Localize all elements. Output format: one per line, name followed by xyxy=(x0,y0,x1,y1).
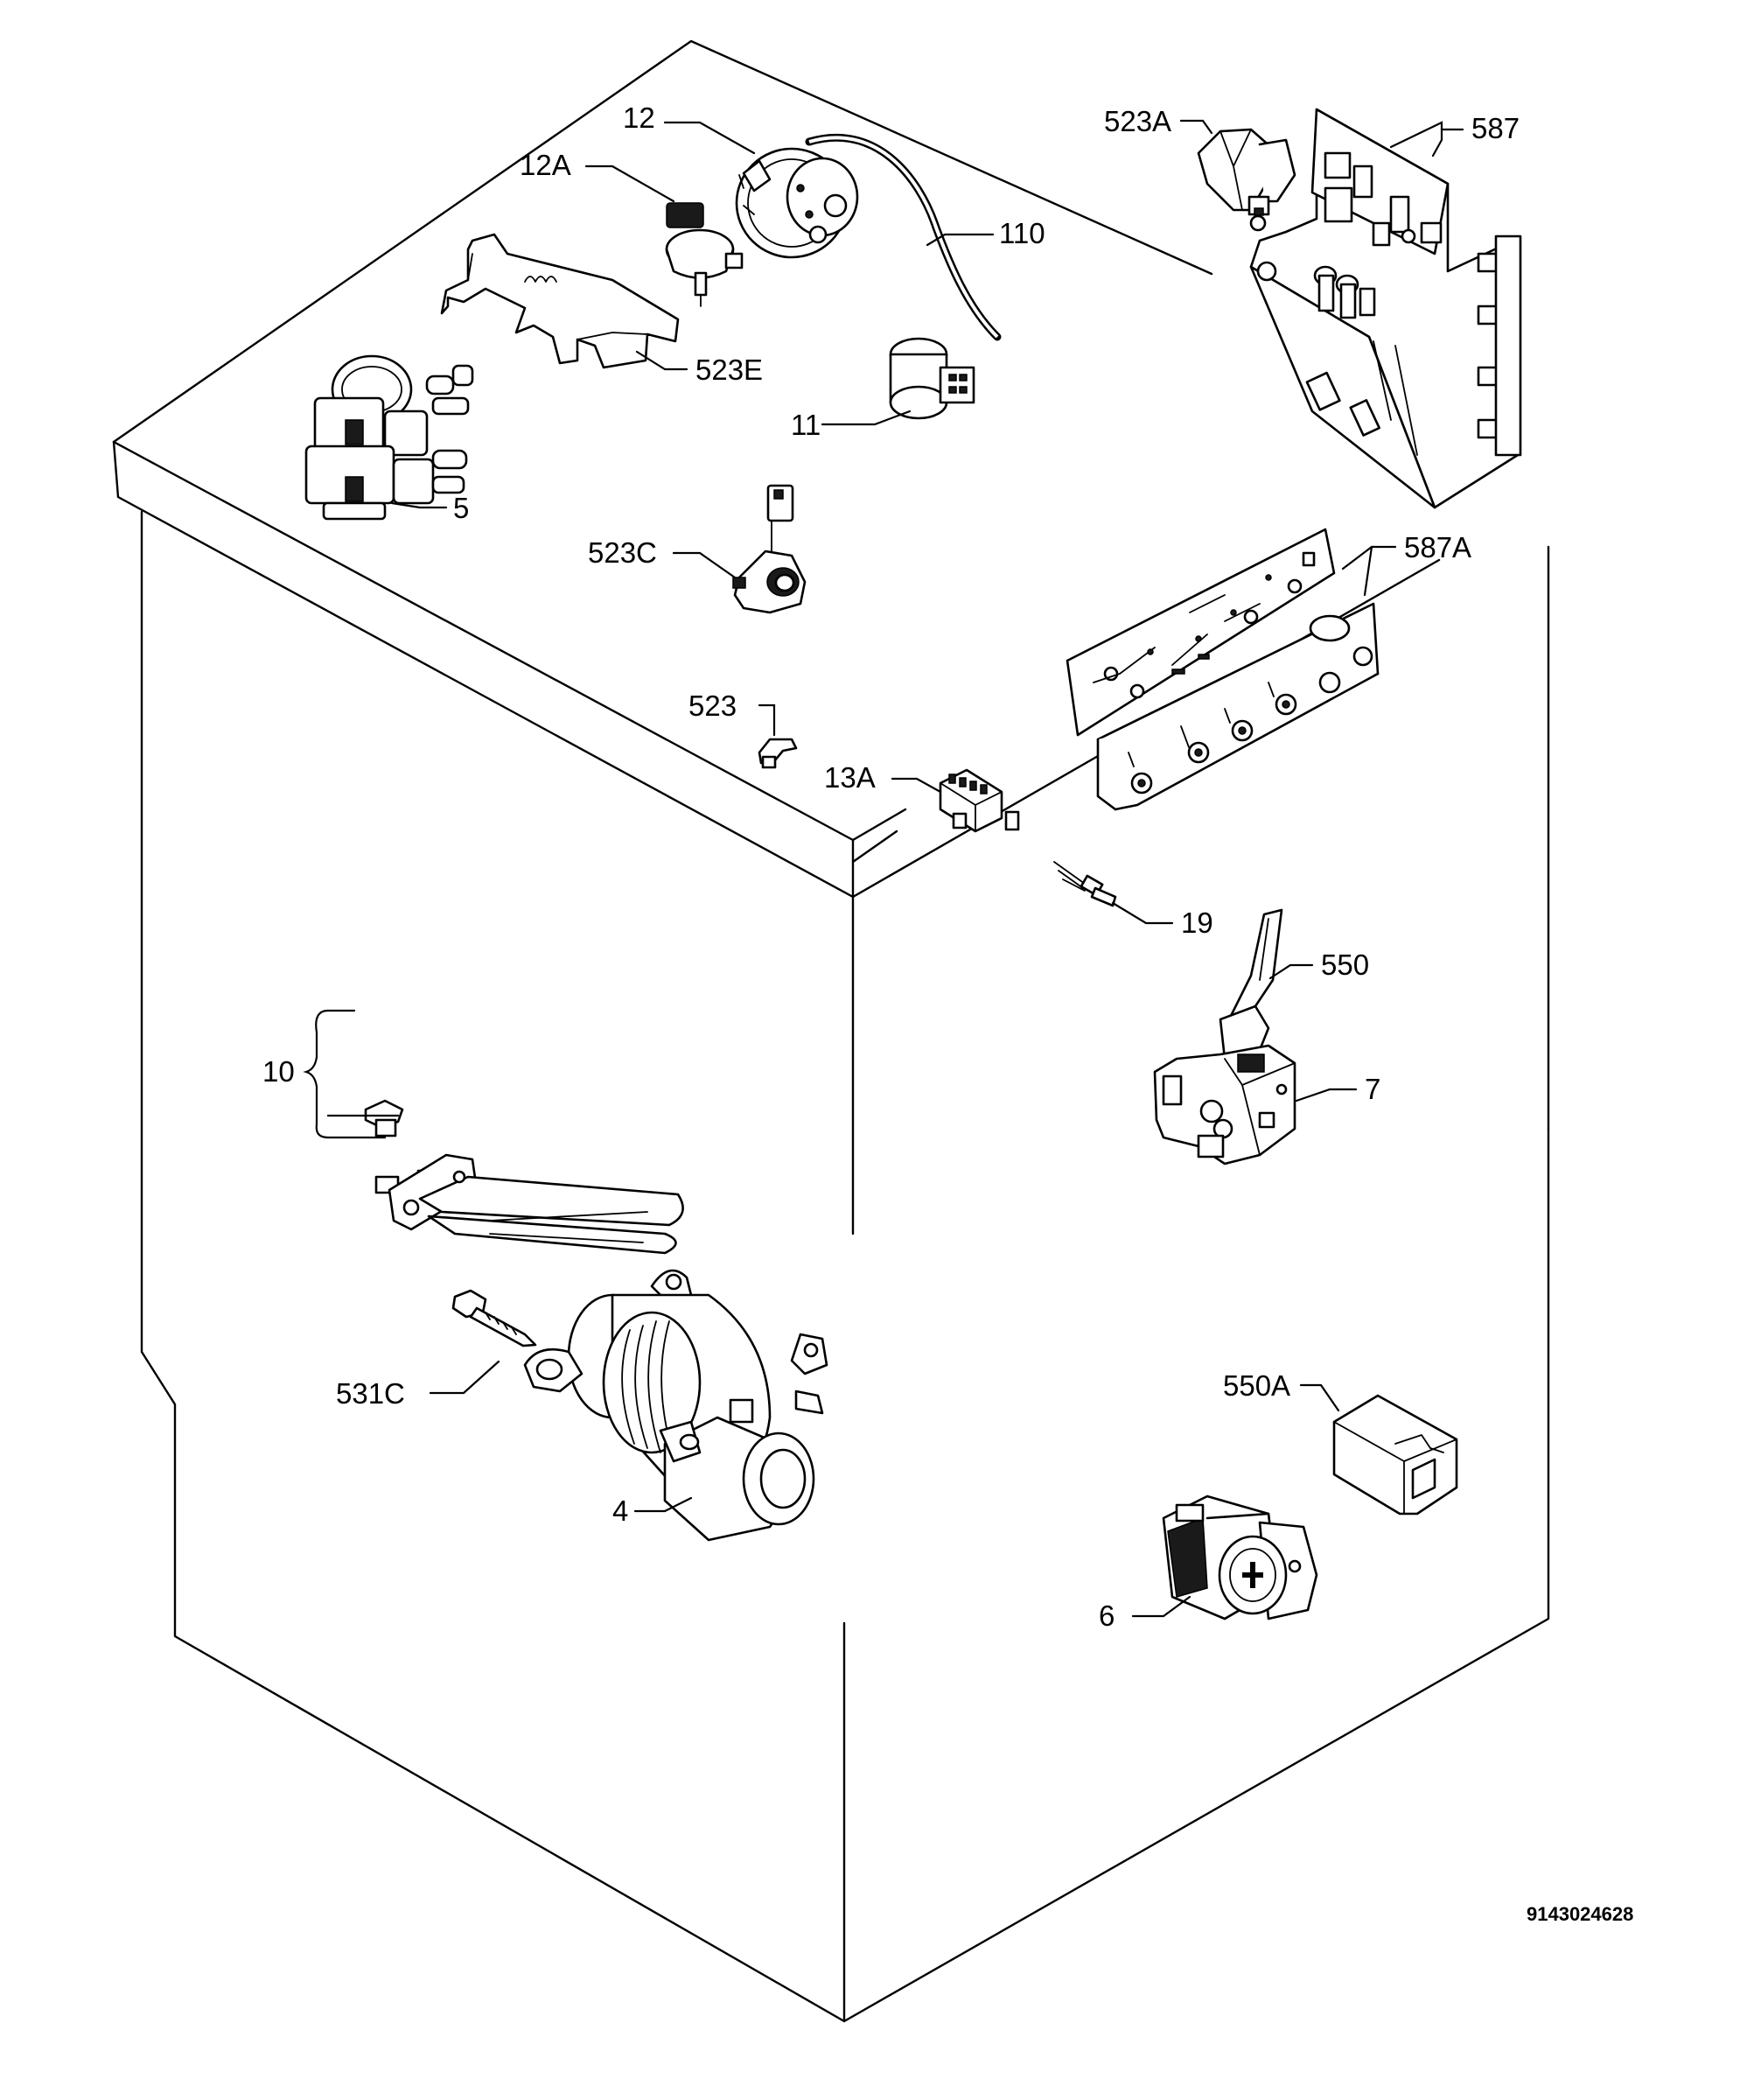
document-number: 9143024628 xyxy=(1527,1903,1633,1925)
callout-13a: 13A xyxy=(824,761,876,794)
electronic-module-587[interactable] xyxy=(1249,108,1522,509)
callout-550: 550 xyxy=(1321,948,1369,981)
control-board-587a[interactable] xyxy=(1066,528,1336,737)
callout-110: 110 xyxy=(999,217,1045,249)
pressure-sensor-12a[interactable] xyxy=(665,202,744,307)
callout-550a: 550A xyxy=(1223,1369,1290,1402)
door-lock-6[interactable] xyxy=(1162,1494,1318,1620)
callout-5: 5 xyxy=(453,492,469,524)
callout-523a: 523A xyxy=(1104,105,1171,137)
callout-523e: 523E xyxy=(695,354,763,386)
connector-523a[interactable] xyxy=(1197,128,1296,232)
callout-523c: 523C xyxy=(588,536,657,569)
callout-12: 12 xyxy=(623,102,655,134)
callout-531c: 531C xyxy=(336,1377,405,1410)
suppressor-11[interactable] xyxy=(889,337,975,420)
cover-550a[interactable] xyxy=(1332,1394,1458,1516)
inlet-valve-5[interactable] xyxy=(304,354,474,521)
heating-element-10[interactable] xyxy=(364,1099,684,1255)
callout-587: 587 xyxy=(1471,112,1520,144)
terminal-block-13a[interactable] xyxy=(939,768,1020,833)
callout-7: 7 xyxy=(1365,1073,1380,1105)
control-panel-587a[interactable] xyxy=(1096,602,1380,811)
callout-11: 11 xyxy=(791,409,821,441)
callout-labels: 12 12A 110 523E 11 5 523C 523 13A 523A 5… xyxy=(262,102,1633,1925)
motor-4[interactable] xyxy=(523,1269,828,1542)
leader-lines xyxy=(303,119,1464,1618)
clip-523[interactable] xyxy=(758,738,798,769)
callout-6: 6 xyxy=(1099,1600,1115,1632)
callout-19: 19 xyxy=(1181,906,1213,939)
lever-550[interactable] xyxy=(1227,908,1283,1021)
callout-4: 4 xyxy=(612,1494,628,1527)
temperature-sensor-19[interactable] xyxy=(1053,861,1117,907)
callout-587a: 587A xyxy=(1404,531,1471,564)
bolt-531c[interactable] xyxy=(451,1289,537,1348)
callout-10: 10 xyxy=(262,1055,295,1088)
door-lock-523c[interactable] xyxy=(732,484,807,614)
interlock-switch-7[interactable] xyxy=(1153,1004,1296,1166)
pressure-tube-110[interactable] xyxy=(805,133,1002,341)
bracket-523e[interactable] xyxy=(440,233,680,369)
pressure-switch-12[interactable] xyxy=(735,147,859,259)
callout-12a: 12A xyxy=(520,149,571,181)
callout-523: 523 xyxy=(688,690,737,722)
